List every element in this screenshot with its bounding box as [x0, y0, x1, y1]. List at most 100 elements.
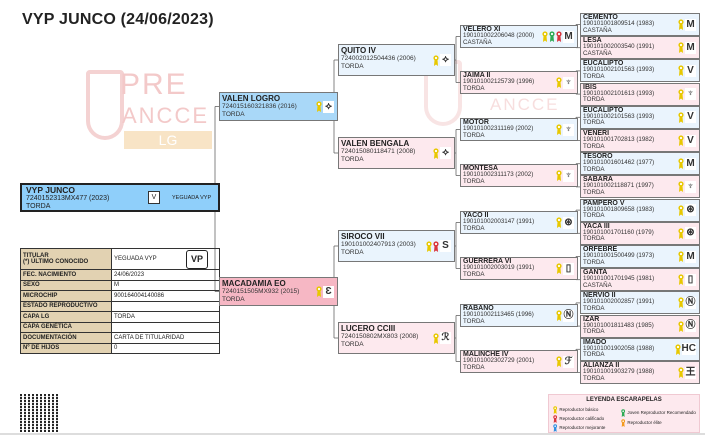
horse-coat: CASTAÑA	[583, 26, 612, 34]
horse-id: 190101002302729 (2001)	[463, 357, 535, 364]
bottom-scrollbar[interactable]	[0, 433, 705, 435]
horse-name: VALEN BENGALA	[341, 139, 410, 148]
horse-coat: TORDA	[583, 374, 605, 382]
gen4-horse-card[interactable]: IZAR 190101001811483 (1985) TORDA Ⓝ	[580, 314, 700, 338]
gen4-horse-card[interactable]: NERVIO II 190101002002857 (1991) TORDA Ⓝ	[580, 291, 700, 315]
gen2-horse-card[interactable]: SIROCO VII 190101002407913 (2003) TORDA …	[338, 230, 455, 262]
green-ribbon-icon	[549, 31, 555, 42]
horse-name: MOTOR	[463, 119, 489, 126]
horse-name: NERVIO II	[583, 292, 616, 300]
gen4-horse-card[interactable]: IBIS 190101002101613 (1993) TORDA ♆	[580, 82, 700, 106]
gen4-horse-card[interactable]: LESA 190101002003540 (1991) CASTAÑA M	[580, 36, 700, 60]
horse-id: 190101002125739 (1996)	[463, 78, 535, 85]
gen4-horse-card[interactable]: GANTA 190101001701945 (1981) CASTAÑA ▯	[580, 268, 700, 292]
horse-name: VENERI	[583, 130, 610, 137]
gen4-horse-card[interactable]: SABARA 190101002118871 (1997) TORDA ♆	[580, 175, 700, 199]
horse-coat: TORDA	[341, 248, 364, 256]
gen4-horse-card[interactable]: YACA III 190101001701160 (1979) TORDA ⊛	[580, 221, 700, 245]
yellow-ribbon-icon	[556, 310, 562, 321]
horse-id: 190101001902058 (1988)	[583, 344, 655, 352]
subject-id: 7240152313MX477 (2023)	[26, 195, 110, 202]
horse-id: 190101001500499 (1973)	[583, 252, 655, 259]
yellow-ribbon-icon	[556, 124, 562, 135]
yellow-ribbon-icon	[316, 286, 322, 297]
horse-id: 190101002101563 (1993)	[583, 112, 655, 120]
horse-id: 190101002003540 (1991)	[583, 43, 655, 51]
gen4-horse-card[interactable]: TESORO 190101001601462 (1977) TORDA M	[580, 152, 700, 176]
brand-mark-icon: ⟡	[440, 54, 451, 66]
gen4-horse-card[interactable]: ALIANZA II 190101001903279 (1988) TORDA …	[580, 361, 700, 384]
gen4-horse-card[interactable]: EUCALIPTO 190101002101563 (1993) TORDA V	[580, 105, 700, 129]
horse-name: MALINCHE IV	[463, 351, 509, 358]
qr-code[interactable]	[20, 394, 60, 432]
legend-label: Reproductor mejorante	[559, 425, 606, 430]
gen3-horse-card[interactable]: JAIMA II 190101002125739 (1996) TORDA ♆	[460, 71, 578, 94]
info-value: 0	[111, 342, 220, 354]
horse-name: IZAR	[583, 315, 600, 323]
horse-id: 7240151505MX932 (2015)	[222, 288, 300, 295]
subject-horse-card[interactable]: VYP JUNCO 7240152313MX477 (2023) TORDA V…	[20, 183, 220, 212]
gen4-horse-card[interactable]: PAMPERO V 190101001809658 (1983) TORDA ⊛	[580, 198, 700, 222]
info-label: SEXO	[20, 279, 112, 291]
info-value: M	[111, 279, 220, 291]
gen1-horse-card[interactable]: MACADAMIA EO 7240151505MX932 (2015) TORD…	[219, 277, 338, 306]
gen3-horse-card[interactable]: VELERO XI 190101002206048 (2000) CASTAÑA…	[460, 25, 578, 48]
brand-mark-icon: V	[685, 111, 696, 124]
horse-coat: TORDA	[463, 317, 485, 325]
gen3-horse-card[interactable]: YACO II 190101002003147 (1991) TORDA ⊛	[460, 211, 578, 234]
brand-mark-icon: ▯	[685, 273, 696, 286]
subject-owner: YEGUADA VYP	[172, 195, 212, 201]
horse-name: YACA III	[583, 222, 610, 230]
horse-id: 190101002311173 (2002)	[463, 171, 534, 178]
brand-mark-icon: ♆	[563, 169, 574, 182]
gen3-horse-card[interactable]: MONTESA 190101002311173 (2002) TORDA ♆	[460, 164, 578, 187]
watermark-lg-badge: LG	[124, 131, 212, 149]
horse-name: LESA	[583, 37, 602, 45]
gen2-horse-card[interactable]: QUITO IV 724002012504436 (2006) TORDA ⟡	[338, 44, 455, 76]
watermark-ancce-text-secondary: ANCCE	[490, 95, 560, 114]
gen3-horse-card[interactable]: RABANO 190101002113465 (1996) TORDA Ⓝ	[460, 304, 578, 327]
horse-id: 190101001903279 (1988)	[583, 368, 655, 375]
gen4-horse-card[interactable]: CEMENTO 190101001809514 (1983) CASTAÑA M	[580, 13, 700, 36]
brand-mark-icon: ⊛	[563, 216, 574, 229]
horse-name: GANTA	[583, 269, 608, 277]
gen2-horse-card[interactable]: LUCERO CCIII 7240150802MX803 (2008) TORD…	[338, 322, 455, 354]
horse-name: QUITO IV	[341, 46, 376, 55]
brand-mark-icon: ▯	[563, 262, 574, 275]
yellow-ribbon-icon	[678, 274, 684, 286]
horse-coat: TORDA	[341, 155, 364, 163]
horse-coat: TORDA	[222, 110, 245, 118]
info-value: YEGUADA VYP	[111, 248, 220, 270]
yellow-ribbon-icon	[678, 112, 684, 123]
gen4-horse-card[interactable]: EUCALIPTO 190101002101563 (1993) TORDA V	[580, 59, 700, 83]
gen2-horse-card[interactable]: VALEN BENGALA 724015080118471 (2008) TOR…	[338, 137, 455, 169]
horse-id: 190101002003019 (1991)	[463, 264, 535, 271]
info-label: ESTADO REPRODUCTIVO	[20, 300, 112, 312]
watermark-pre-text: PRE	[120, 68, 188, 101]
info-value: 24/06/2023	[111, 269, 220, 281]
horse-coat: TORDA	[463, 363, 485, 371]
gen3-horse-card[interactable]: MALINCHE IV 190101002302729 (2001) TORDA…	[460, 350, 578, 373]
red-ribbon-icon	[556, 31, 562, 42]
brand-mark-icon: ♆	[685, 180, 696, 193]
gen4-horse-card[interactable]: IMADO 190101001902058 (1988) TORDA HC	[580, 337, 700, 361]
horse-id: 190101001809658 (1983)	[583, 205, 655, 213]
legend-item: Reproductor mejorante	[553, 423, 605, 432]
red-ribbon-icon	[553, 414, 558, 423]
yellow-ribbon-icon	[678, 251, 684, 262]
brand-mark-icon: S	[440, 240, 451, 252]
horse-name: ALIANZA II	[583, 362, 620, 369]
gen4-horse-card[interactable]: ORFEBRE 190101001500499 (1973) TORDA M	[580, 245, 700, 268]
gen3-horse-card[interactable]: MOTOR 190101002311169 (2002) TORDA ♆	[460, 118, 578, 141]
horse-name: CEMENTO	[583, 14, 618, 21]
gen1-horse-card[interactable]: VALEN LOGRO 724015160321836 (2016) TORDA…	[219, 92, 338, 121]
horse-name: IMADO	[583, 338, 607, 346]
gen4-horse-card[interactable]: VENERI 190101001702813 (1982) TORDA V	[580, 129, 700, 152]
yellow-ribbon-icon	[553, 405, 558, 414]
legend-item: Joven Reproductor Recomendado	[621, 408, 696, 417]
gen3-horse-card[interactable]: GUERRERA VI 190101002003019 (1991) TORDA…	[460, 257, 578, 280]
horse-name: MONTESA	[463, 165, 498, 172]
